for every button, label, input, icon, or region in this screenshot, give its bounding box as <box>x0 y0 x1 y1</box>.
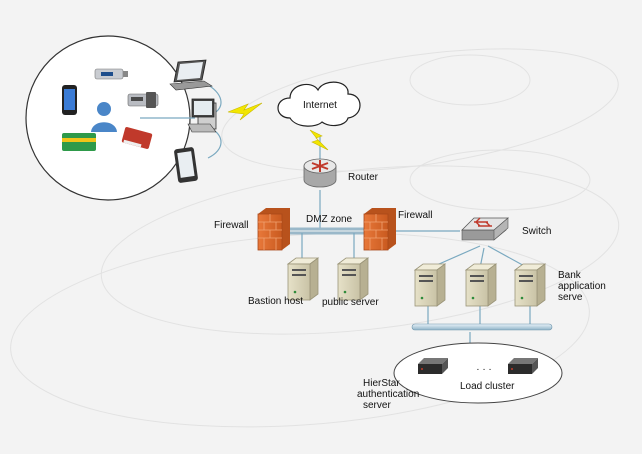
usb-token-icon <box>94 68 128 80</box>
bank-app-label-line3: serve <box>558 292 583 303</box>
switch-label: Switch <box>522 226 551 237</box>
firewall-icon <box>363 208 396 251</box>
card-reader-icon <box>127 92 159 108</box>
public-server-icon <box>337 257 369 301</box>
hierstar-label-line1: HierStar <box>363 378 400 389</box>
firewall-left-label: Firewall <box>214 220 248 231</box>
bank-app-label-line2: application <box>558 281 606 292</box>
hierstar-label-line3: server <box>363 400 391 411</box>
bank-card-icon <box>121 127 153 149</box>
router-label: Router <box>348 172 379 183</box>
firewall-icon <box>257 208 290 251</box>
lightning-icon <box>309 129 329 151</box>
cloud-icon <box>277 81 361 127</box>
bank-app-server-icon <box>514 263 546 307</box>
bank-app-server-icon <box>465 263 497 307</box>
laptop-icon <box>169 59 213 91</box>
load-cluster-label: Load cluster <box>460 381 515 392</box>
smartphone-icon <box>62 85 77 115</box>
user-icon <box>91 102 117 132</box>
internet-label: Internet <box>303 100 337 111</box>
desktop-icon <box>187 98 217 133</box>
bank-app-server-icon <box>414 263 446 307</box>
bank-card-icon <box>62 133 96 151</box>
rack-server-icon <box>418 358 448 374</box>
firewall-right-label: Firewall <box>398 210 432 221</box>
cluster-ellipsis: · · · <box>476 364 492 375</box>
rack-server-icon <box>508 358 538 374</box>
lightning-icon <box>227 102 263 121</box>
dmz-zone-label: DMZ zone <box>306 214 353 225</box>
router-icon <box>303 158 337 188</box>
background-swirls <box>10 48 620 428</box>
hierstar-label-line2: authentication <box>357 389 419 400</box>
bastion-host-server-icon <box>287 257 319 301</box>
network-bus <box>411 323 553 331</box>
switch-icon <box>461 217 510 241</box>
public-server-label: public server <box>322 297 379 308</box>
bastion-host-label: Bastion host <box>248 296 303 307</box>
bank-app-label-line1: Bank <box>558 270 582 281</box>
tablet-icon <box>174 147 198 183</box>
